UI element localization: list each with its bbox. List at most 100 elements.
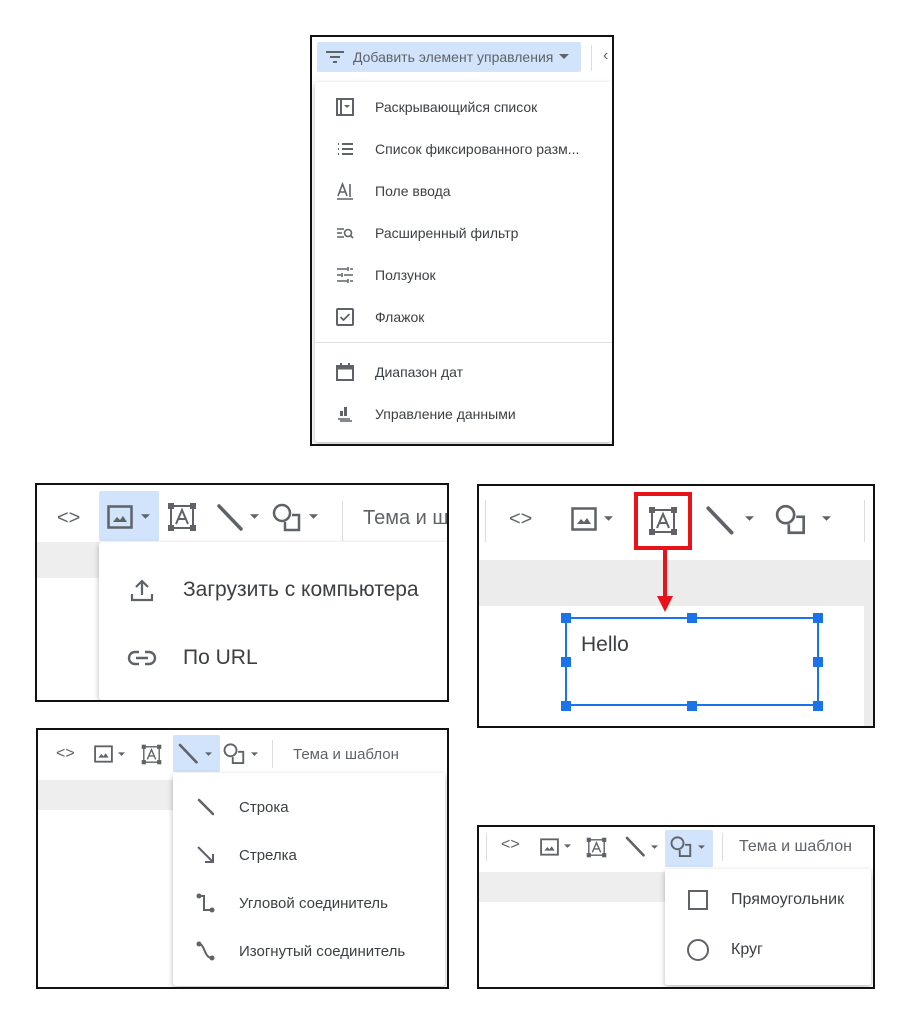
image-icon xyxy=(107,505,133,529)
add-control-label: Добавить элемент управления xyxy=(353,49,554,65)
caret-down-icon xyxy=(250,514,259,519)
text-box-icon[interactable] xyxy=(141,744,162,765)
menu-item-elbow-connector[interactable]: Угловой соединитель xyxy=(173,881,445,925)
line-icon[interactable] xyxy=(704,504,738,538)
collapse-chevron-icon[interactable]: ‹ xyxy=(603,47,609,64)
caret-down-icon xyxy=(559,54,570,59)
line-icon[interactable] xyxy=(624,835,648,859)
menu-item-label: Круг xyxy=(731,941,763,958)
caret-down-icon xyxy=(698,845,705,849)
menu-item-advanced-filter[interactable]: Расширенный фильтр xyxy=(315,213,612,253)
menu-item-data-control[interactable]: Управление данными xyxy=(315,394,612,434)
text-box-content: Hello xyxy=(581,633,629,656)
shape-icon[interactable] xyxy=(272,502,304,534)
menu-item-label: Прямоугольник xyxy=(731,891,845,908)
theme-layout-button[interactable]: Тема и шаблон xyxy=(293,746,399,763)
link-icon xyxy=(127,650,157,666)
calendar-icon xyxy=(336,363,354,381)
shape-menu-panel: <> Тема и шаблон Прямоугольник Круг xyxy=(477,825,875,989)
menu-item-label: Управление данными xyxy=(375,406,516,422)
filter-icon xyxy=(326,51,344,63)
menu-item-label: Загрузить с компьютера xyxy=(183,578,419,601)
caret-down-icon xyxy=(118,752,125,756)
menu-item-by-url[interactable]: По URL xyxy=(99,630,447,686)
theme-layout-button[interactable]: Тема и ш xyxy=(363,507,449,529)
fixed-list-icon xyxy=(338,143,353,155)
text-box-icon[interactable] xyxy=(586,837,607,858)
menu-item-arrow[interactable]: Стрелка xyxy=(173,833,445,877)
dropdown-list-icon xyxy=(336,98,354,116)
caret-down-icon xyxy=(651,845,658,849)
menu-item-label: Диапазон дат xyxy=(375,364,464,380)
text-box-element[interactable]: Hello xyxy=(565,617,819,706)
elbow-connector-icon xyxy=(196,893,215,913)
menu-item-label: Стрелка xyxy=(239,846,297,864)
menu-item-label: По URL xyxy=(183,646,258,669)
line-icon xyxy=(197,798,215,816)
shape-icon[interactable] xyxy=(223,742,247,766)
caret-down-icon xyxy=(251,752,258,756)
text-box-panel: <> Hello xyxy=(477,484,875,728)
image-menu-panel: <> Тема и ш Загрузить с компьютера По UR… xyxy=(35,483,449,702)
menu-item-date-range[interactable]: Диапазон дат xyxy=(315,352,612,392)
line-dropdown-menu: Строка Стрелка Угловой соединитель Изогн… xyxy=(173,773,445,986)
slider-icon xyxy=(337,267,353,283)
curved-connector-icon xyxy=(196,941,215,961)
image-icon[interactable] xyxy=(571,507,597,531)
caret-down-icon xyxy=(822,516,831,521)
menu-item-fixed-list[interactable]: Список фиксированного разм... xyxy=(315,129,612,169)
embed-code-icon[interactable]: <> xyxy=(509,508,533,530)
menu-item-input[interactable]: Поле ввода xyxy=(315,171,612,211)
upload-icon xyxy=(130,579,154,602)
caret-down-icon xyxy=(309,514,318,519)
theme-layout-button[interactable]: Тема и шаблон xyxy=(739,838,852,855)
line-icon xyxy=(178,743,198,764)
data-control-icon xyxy=(338,407,352,422)
menu-item-line[interactable]: Строка xyxy=(173,785,445,829)
arrow-icon xyxy=(197,846,214,863)
menu-item-label: Строка xyxy=(239,798,289,816)
shape-icon[interactable] xyxy=(775,503,809,537)
checkbox-icon xyxy=(336,308,354,326)
menu-item-label: Флажок xyxy=(375,309,425,325)
image-icon[interactable] xyxy=(540,838,559,856)
menu-item-label: Раскрывающийся список xyxy=(375,99,538,115)
input-field-icon xyxy=(337,181,353,200)
menu-divider xyxy=(315,342,612,343)
menu-item-label: Расширенный фильтр xyxy=(375,225,519,241)
report-canvas xyxy=(479,606,864,726)
caret-down-icon xyxy=(141,514,150,519)
line-menu-panel: <> Тема и шаблон Строка Стрелка Угловой … xyxy=(36,728,449,989)
line-button[interactable] xyxy=(173,735,220,772)
embed-code-icon[interactable]: <> xyxy=(501,836,520,853)
menu-item-upload[interactable]: Загрузить с компьютера xyxy=(99,562,447,618)
add-control-menu: Раскрывающийся список Список фиксированн… xyxy=(315,82,612,442)
menu-item-curved-connector[interactable]: Изогнутый соединитель xyxy=(173,929,445,973)
menu-item-label: Ползунок xyxy=(375,267,436,283)
text-box-icon[interactable] xyxy=(648,506,678,536)
menu-item-circle[interactable]: Круг xyxy=(665,927,871,973)
menu-item-label: Поле ввода xyxy=(375,183,451,199)
embed-code-icon[interactable]: <> xyxy=(56,745,75,762)
add-control-button[interactable]: Добавить элемент управления xyxy=(317,42,581,72)
text-box-icon[interactable] xyxy=(167,502,197,532)
arrow-down-icon xyxy=(657,548,673,612)
shape-icon xyxy=(670,836,692,857)
shape-dropdown-menu: Прямоугольник Круг xyxy=(665,869,871,985)
menu-item-checkbox[interactable]: Флажок xyxy=(315,297,612,337)
image-icon[interactable] xyxy=(94,745,113,763)
menu-item-label: Угловой соединитель xyxy=(239,894,388,912)
advanced-filter-icon xyxy=(337,228,354,239)
caret-down-icon xyxy=(604,516,613,521)
menu-item-rectangle[interactable]: Прямоугольник xyxy=(665,877,871,923)
menu-item-label: Изогнутый соединитель xyxy=(239,942,406,960)
image-dropdown-menu: Загрузить с компьютера По URL xyxy=(99,542,447,700)
menu-item-slider[interactable]: Ползунок xyxy=(315,255,612,295)
circle-icon xyxy=(687,939,709,961)
caret-down-icon xyxy=(205,752,212,756)
caret-down-icon xyxy=(745,516,754,521)
line-icon[interactable] xyxy=(215,502,247,534)
menu-item-dropdown[interactable]: Раскрывающийся список xyxy=(315,87,612,127)
caret-down-icon xyxy=(564,844,571,848)
embed-code-icon[interactable]: <> xyxy=(57,507,81,529)
